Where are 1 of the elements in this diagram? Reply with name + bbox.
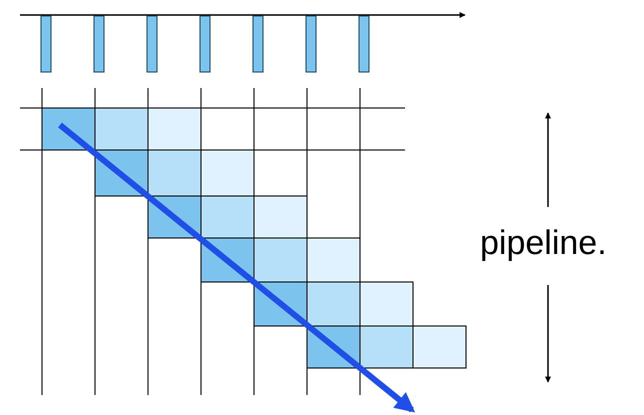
pipeline-label: pipeline. <box>480 226 607 260</box>
